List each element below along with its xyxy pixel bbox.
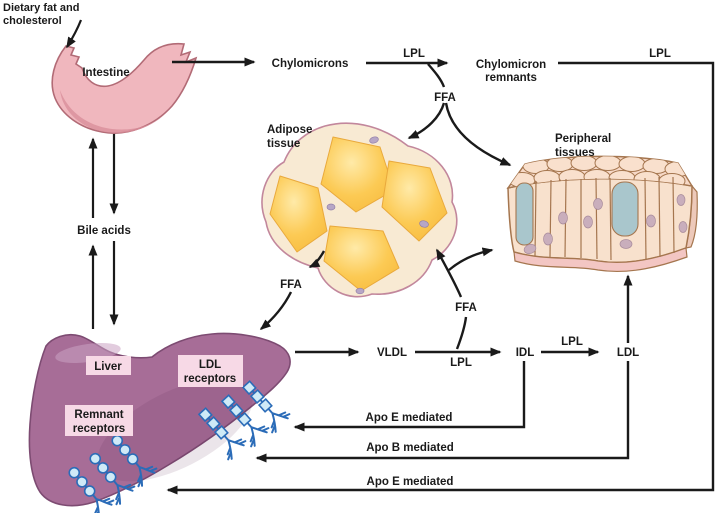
- ldl-receptors-label: receptors: [184, 373, 236, 385]
- dietary-fat-arrow: [66, 19, 83, 49]
- bile-acids-label: Bile acids: [77, 225, 131, 237]
- tissue-nucleus: [678, 221, 688, 233]
- lpl-to-ffa-curve: [455, 316, 468, 350]
- chylomicrons-label: Chylomicrons: [272, 58, 349, 70]
- peripheral-tissues-label: Peripheral: [555, 133, 611, 145]
- lpl-label: LPL: [450, 357, 472, 369]
- ldl-receptors-label-box: [178, 355, 243, 387]
- tissue-nucleus: [619, 239, 633, 249]
- intestine-label: Intestine: [82, 67, 129, 79]
- dietary-fat-label: cholesterol: [3, 15, 62, 27]
- peripheral-tissue-illustration: [506, 155, 698, 273]
- ffa-to-adipose-arrow: [435, 248, 463, 298]
- remnants-apo-e-to-liver-arrow: [166, 61, 715, 495]
- apo-e-mediated-label: Apo E mediated: [366, 412, 453, 424]
- diagram-labels: Dietary fat and cholesterol Intestine Ch…: [3, 2, 671, 488]
- liver-label-box: [86, 356, 131, 375]
- tissue-nucleus: [676, 194, 686, 206]
- vldl-label: VLDL: [377, 347, 407, 359]
- fat-cell: [269, 175, 328, 253]
- tissue-nucleus: [558, 211, 568, 225]
- lpl-label: LPL: [561, 336, 583, 348]
- adipose-tissue-illustration: [261, 122, 458, 298]
- idl-apo-e-to-liver-arrow: [293, 361, 526, 432]
- idl-label: IDL: [516, 347, 535, 359]
- blue-cell: [515, 182, 534, 246]
- ldl-apo-b-to-liver-arrow: [255, 361, 630, 463]
- blue-cell: [611, 181, 639, 237]
- intestine-illustration: [51, 42, 198, 134]
- ldl-receptors-label: LDL: [199, 359, 221, 371]
- adipose-tissue-label: Adipose: [267, 124, 312, 136]
- liver-illustration: Liver LDL receptors Remnant receptors: [28, 332, 294, 513]
- fat-cell-nucleus: [419, 220, 429, 228]
- fat-cell: [381, 160, 448, 242]
- intestine-shading: [60, 90, 172, 134]
- lpl-label: LPL: [649, 48, 671, 60]
- tissue-nucleus: [523, 243, 537, 255]
- pathway-arrows: [66, 19, 715, 495]
- ffa-label: FFA: [280, 279, 302, 291]
- dietary-fat-label: Dietary fat and: [3, 2, 79, 14]
- apo-b-mediated-label: Apo B mediated: [366, 442, 454, 454]
- remnant-receptors-label: Remnant: [74, 409, 123, 421]
- intestine-shape: [51, 42, 198, 134]
- fat-cell-nucleus: [369, 136, 379, 144]
- lpl-to-ffa-curve: [427, 63, 446, 88]
- remnant-receptors-label: receptors: [73, 423, 125, 435]
- remnant-receptors-label-box: [65, 405, 133, 436]
- lpl-label: LPL: [403, 48, 425, 60]
- fat-cell-nucleus: [326, 203, 336, 211]
- liver-label: Liver: [94, 361, 122, 373]
- fat-cell: [323, 225, 400, 292]
- chylomicron-remnants-label: remnants: [485, 72, 537, 84]
- tissue-nucleus: [593, 198, 603, 210]
- ffa-to-adipose-arrow: [407, 102, 446, 140]
- ffa-label: FFA: [434, 92, 456, 104]
- ffa-to-peripheral-arrow: [448, 247, 494, 271]
- tissue-bottom-rim: [513, 247, 688, 273]
- tissue-nucleus: [543, 232, 553, 246]
- adipose-to-ffa-arrow: [308, 250, 326, 269]
- tissue-nucleus: [646, 214, 656, 228]
- peripheral-tissues-label: tissues: [555, 147, 595, 159]
- ldl-label: LDL: [617, 347, 639, 359]
- adipose-tissue-label: tissue: [267, 138, 300, 150]
- chylomicron-remnants-label: Chylomicron: [476, 59, 546, 71]
- ffa-to-liver-arrow: [259, 291, 293, 330]
- fat-cell: [320, 136, 395, 213]
- tissue-nucleus: [583, 215, 593, 229]
- apo-e-mediated-label: Apo E mediated: [367, 476, 454, 488]
- ffa-to-peripheral-arrow: [444, 102, 512, 167]
- ffa-label: FFA: [455, 302, 477, 314]
- fat-cell-nucleus: [355, 287, 365, 295]
